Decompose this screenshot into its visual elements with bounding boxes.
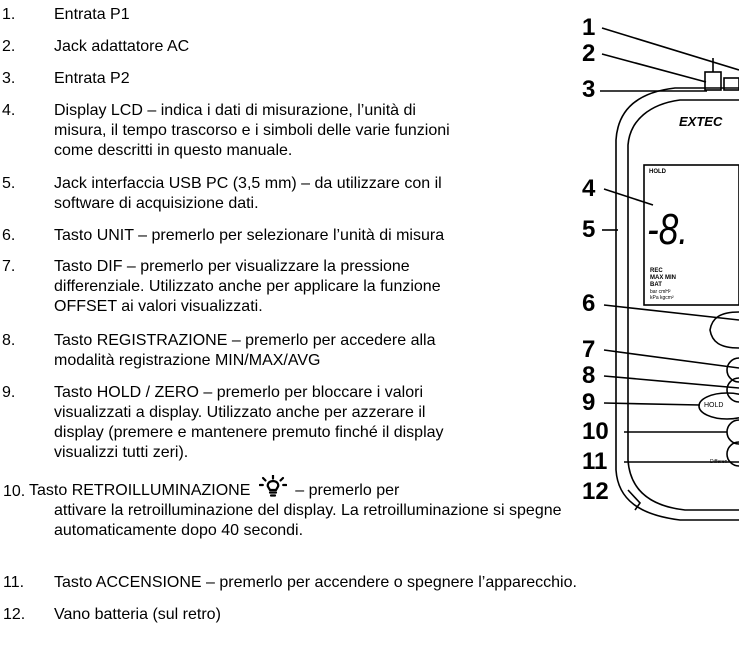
callout-8: 8	[582, 362, 596, 389]
item-number: 6.	[2, 227, 16, 244]
item-text: Tasto UNIT – premerlo per selezionare l’…	[54, 227, 445, 244]
device-drawing	[600, 27, 739, 521]
callout-1: 1	[582, 14, 596, 41]
lcd-hold-label: HOLD	[649, 169, 666, 175]
item-text: Vano batteria (sul retro)	[54, 606, 221, 623]
item-number: 9.	[2, 384, 16, 401]
item-text: Jack adattatore AC	[54, 38, 190, 55]
item-text: Entrata P1	[54, 6, 130, 23]
callout-3: 3	[582, 76, 596, 103]
callout-5: 5	[582, 216, 596, 243]
lcd-units1-label: bar cmH²	[650, 289, 671, 295]
lcd-rec-label: REC	[650, 268, 663, 274]
callout-10: 10	[582, 418, 609, 445]
lcd-bat-label: BAT	[650, 282, 662, 288]
item-number: 4.	[2, 102, 16, 119]
bottom-label: Differen	[710, 459, 728, 465]
lcd-maxmin-label: MAX MIN	[650, 275, 676, 281]
item-number: 10.	[3, 483, 26, 500]
lcd-units2-label: kPa kgcm²	[650, 295, 674, 301]
item-number: 7.	[2, 258, 16, 275]
item-text: Tasto REGISTRAZIONE – premerlo per acced…	[54, 332, 436, 369]
item-text: Jack interfaccia USB PC (3,5 mm) – da ut…	[54, 175, 442, 212]
item-number: 2.	[2, 38, 16, 55]
item-number: 5.	[2, 175, 16, 192]
callout-11: 11	[582, 448, 608, 475]
callout-7: 7	[582, 336, 596, 363]
item-number: 3.	[2, 70, 16, 87]
item-number: 11.	[3, 574, 25, 591]
lcd-digit: -8.	[647, 205, 689, 254]
item-text: Tasto HOLD / ZERO – premerlo per bloccar…	[54, 384, 444, 461]
item-text: Tasto ACCENSIONE – premerlo per accender…	[54, 574, 577, 591]
hold-button-label: HOLD	[704, 402, 724, 409]
item-text: Tasto RETROILLUMINAZIONE – premerlo per …	[29, 475, 562, 541]
device-diagram: 1 2 3 4 5 6 7 8 9 10 11 12 EXTEC HOLD -8…	[580, 0, 739, 531]
item-number: 12.	[3, 606, 26, 623]
item-text: Tasto DIF – premerlo per visualizzare la…	[54, 258, 441, 315]
callout-9: 9	[582, 389, 596, 416]
brand-logo-text: EXTEC	[679, 114, 723, 129]
item-text: Entrata P2	[54, 70, 130, 87]
callout-12: 12	[582, 478, 609, 505]
item-number: 8.	[2, 332, 16, 349]
callout-4: 4	[582, 175, 596, 202]
item-number: 1.	[2, 6, 16, 23]
backlight-icon	[258, 475, 287, 497]
item-text: Display LCD – indica i dati di misurazio…	[54, 102, 450, 159]
callout-2: 2	[582, 40, 596, 67]
callout-6: 6	[582, 290, 596, 317]
